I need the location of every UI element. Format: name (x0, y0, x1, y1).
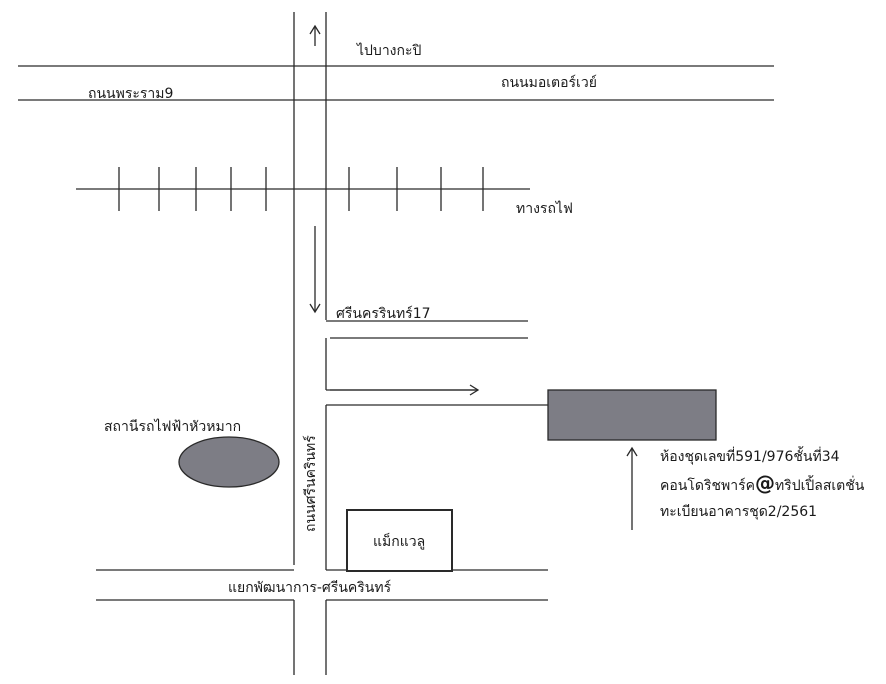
railway-ties (118, 167, 484, 211)
railway-label: ทางรถไฟ (516, 201, 573, 217)
condo-name: คอนโดริชพาร์ค (660, 478, 755, 494)
at-sign: @ (754, 471, 775, 495)
up-arrow-icon (309, 24, 321, 46)
rama9-label: ถนนพระราม9 (88, 86, 174, 102)
right-arrow-icon (330, 384, 480, 396)
motorway-label: ถนนมอเตอร์เวย์ (501, 75, 597, 91)
hua-mak-station-marker (178, 436, 280, 488)
destination-line-2: คอนโดริชพาร์ค@ทริปเปิ้ลสเตชั่น (660, 470, 864, 499)
makro-label: แม็กแวลู (373, 534, 426, 550)
destination-description: ห้องชุดเลขที่591/976ชั้นที่34 คอนโดริชพา… (660, 444, 864, 525)
intersection-label: แยกพัฒนาการ-ศรีนครินทร์ (228, 580, 392, 596)
condo-building-marker (547, 389, 717, 441)
pointer-arrow-icon (626, 446, 638, 530)
down-arrow-icon (309, 226, 321, 314)
condo-name-suffix: ทริปเปิ้ลสเตชั่น (774, 478, 865, 494)
soi-17-label: ศรีนครรินทร์17 (336, 306, 431, 322)
srinakarin-road-label: ถนนศรีนครินทร์ (303, 435, 319, 532)
makro-box (346, 509, 453, 572)
to-bangkapi-label: ไปบางกะปิ (357, 43, 422, 59)
destination-line-1: ห้องชุดเลขที่591/976ชั้นที่34 (660, 449, 840, 465)
hua-mak-station-label: สถานีรถไฟฟ้าหัวหมาก (104, 419, 242, 435)
destination-line-3: ทะเบียนอาคารชุด2/2561 (660, 504, 818, 520)
